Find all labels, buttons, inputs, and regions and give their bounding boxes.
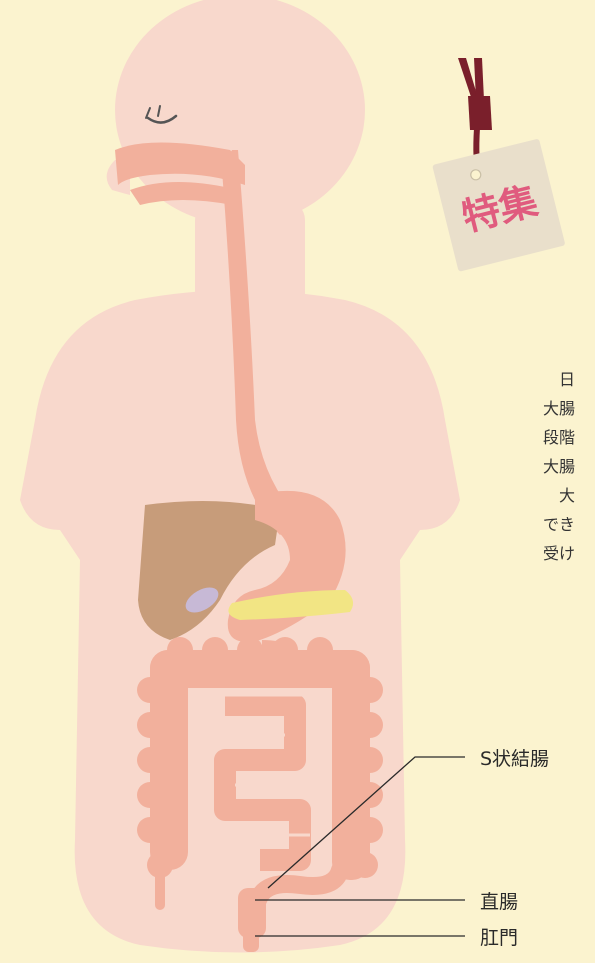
intro-line-1: 日 [543,365,595,394]
intro-line-6: でき [543,510,595,539]
intro-line-3: 段階 [543,423,595,452]
label-sigmoid-colon: S状結腸 [480,744,549,771]
intro-line-7: 受け [543,539,595,568]
label-rectum: 直腸 [480,887,518,914]
label-anus: 肛門 [480,923,518,950]
anus [243,930,259,952]
feature-tag: 特集 [432,58,565,272]
intro-line-5: 大 [543,481,595,510]
intro-line-4: 大腸 [543,452,595,481]
intro-text: 日 大腸 段階 大腸 大 でき 受け [543,365,595,568]
intro-line-2: 大腸 [543,394,595,423]
